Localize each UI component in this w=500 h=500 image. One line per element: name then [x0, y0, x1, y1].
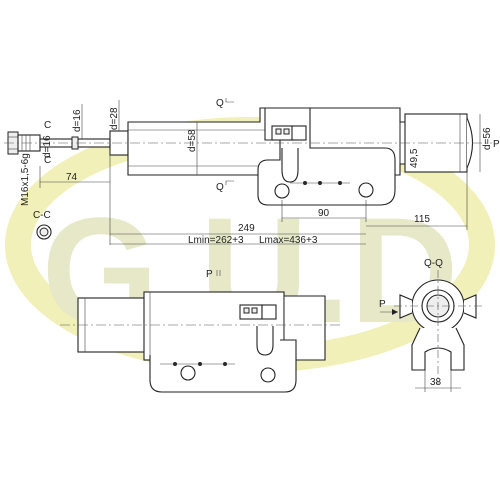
boot-diameter: d=28	[109, 107, 120, 130]
rod-diameter-16: d=16	[72, 109, 83, 132]
dim-lmax: Lmax=436+3	[259, 235, 318, 246]
label-p-right: P	[493, 139, 500, 150]
label-q-bottom: Q	[216, 182, 224, 193]
section-cc-label: C-C	[33, 210, 51, 221]
dim-90: 90	[318, 208, 330, 219]
c-mark-bottom: C	[44, 155, 51, 166]
mount-diameter: d=56	[482, 127, 493, 150]
dim-49-5: 49,5	[409, 148, 420, 168]
bolt-hole-1	[274, 183, 290, 199]
section-qq-label: Q-Q	[424, 258, 443, 269]
c-mark-top: C	[44, 120, 51, 131]
view-p-label: P	[206, 269, 213, 280]
dim-74: 74	[66, 172, 78, 183]
top-view	[4, 107, 492, 206]
section-qq: Q-Q P 38	[379, 258, 482, 392]
top-dimensions: M16x1,5-6g d=16 d=16 d=28 d=58 d=56 P 49…	[20, 98, 500, 246]
body-diameter: d=58	[187, 129, 198, 152]
dim-lmin: Lmin=262+3	[188, 235, 244, 246]
view-p-arrow-label: P	[379, 299, 386, 310]
view-p: P	[60, 269, 340, 393]
label-q-top: Q	[216, 98, 224, 109]
dim-249: 249	[238, 223, 255, 234]
bolt-hole-2	[358, 182, 374, 198]
dim-115: 115	[414, 214, 430, 225]
thread-dimension: M16x1,5-6g	[20, 153, 31, 206]
rod-diameter: d=16	[42, 135, 53, 158]
section-cc: C-C	[33, 210, 52, 240]
dim-38: 38	[430, 377, 442, 388]
